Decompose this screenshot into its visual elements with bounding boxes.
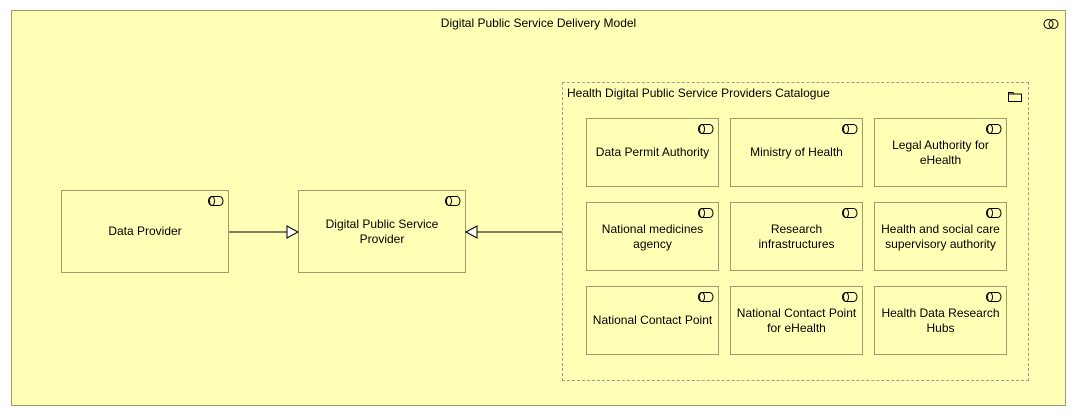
- role-icon: [842, 291, 858, 306]
- role-icon: [698, 207, 714, 222]
- provider-box[interactable]: Ministry of Health: [730, 118, 863, 187]
- role-icon: [698, 123, 714, 138]
- folder-icon: [1008, 89, 1022, 107]
- provider-label: Data Permit Authority: [595, 145, 710, 159]
- provider-label: Ministry of Health: [750, 145, 843, 159]
- catalogue-title: Health Digital Public Service Providers …: [567, 86, 830, 100]
- data-provider-box[interactable]: Data Provider: [61, 190, 229, 273]
- specialization-connector[interactable]: [229, 225, 300, 239]
- provider-box[interactable]: National medicines agency: [586, 202, 719, 271]
- role-icon: [842, 123, 858, 138]
- collaboration-icon: [1043, 17, 1059, 35]
- role-icon: [842, 207, 858, 222]
- provider-box[interactable]: Health Data Research Hubs: [874, 286, 1007, 355]
- provider-label: Health and social care supervisory autho…: [881, 221, 1000, 251]
- diagram-title: Digital Public Service Delivery Model: [440, 16, 637, 30]
- service-provider-box[interactable]: Digital Public Service Provider: [298, 190, 466, 273]
- provider-label: National Contact Point: [592, 313, 713, 327]
- provider-box[interactable]: Legal Authority for eHealth: [874, 118, 1007, 187]
- provider-label: National medicines agency: [601, 221, 704, 251]
- provider-box[interactable]: Data Permit Authority: [586, 118, 719, 187]
- role-icon: [208, 195, 224, 210]
- specialization-connector[interactable]: [464, 225, 562, 239]
- provider-label: Health Data Research Hubs: [881, 305, 1000, 335]
- provider-label: National Contact Point for eHealth: [736, 305, 857, 335]
- service-provider-label: Digital Public Service Provider: [325, 216, 439, 246]
- role-icon: [986, 291, 1002, 306]
- role-icon: [698, 291, 714, 306]
- provider-label: Legal Authority for eHealth: [892, 137, 989, 167]
- provider-box[interactable]: National Contact Point: [586, 286, 719, 355]
- provider-box[interactable]: National Contact Point for eHealth: [730, 286, 863, 355]
- data-provider-label: Data Provider: [108, 224, 182, 238]
- provider-label: Research infrastructures: [758, 221, 835, 251]
- provider-box[interactable]: Health and social care supervisory autho…: [874, 202, 1007, 271]
- provider-box[interactable]: Research infrastructures: [730, 202, 863, 271]
- role-icon: [986, 123, 1002, 138]
- role-icon: [986, 207, 1002, 222]
- role-icon: [445, 195, 461, 210]
